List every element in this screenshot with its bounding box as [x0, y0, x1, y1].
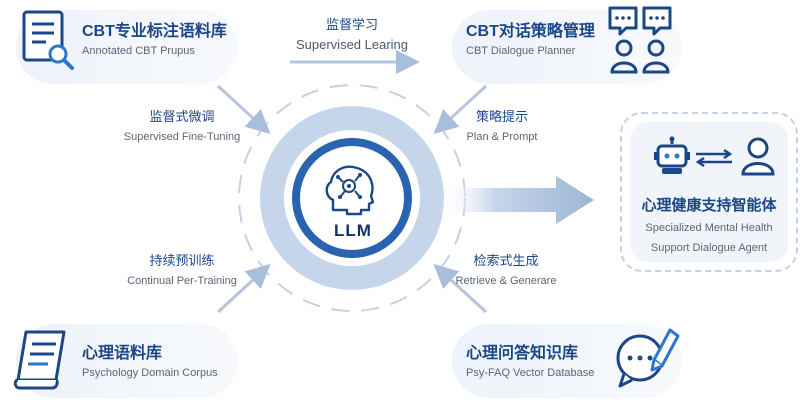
edge-continual-zh: 持续预训练: [149, 253, 215, 268]
node-psy-corpus-title: 心理语料库: [82, 345, 163, 362]
edge-retrieve-en: Retrieve & Generare: [455, 275, 557, 287]
scroll-document-icon: [13, 330, 66, 390]
chat-pencil-icon: [616, 328, 680, 388]
agent-subtitle-line1: Specialized Mental Health: [645, 222, 773, 234]
arrow-continual: [216, 263, 271, 314]
node-psy-faq-subtitle: Psy-FAQ Vector Database: [466, 367, 595, 379]
edge-supervised-learning-en: Supervised Learing: [295, 37, 409, 52]
node-cbt-corpus-title: CBT专业标注语料库: [82, 23, 227, 40]
edge-continual-en: Continual Per-Training: [127, 275, 237, 287]
document-search-icon: [22, 10, 74, 70]
edge-sft-en: Supervised Fine-Tuning: [123, 131, 241, 143]
brain-head-icon: [325, 165, 375, 216]
agent-title: 心理健康支持智能体: [641, 197, 777, 214]
edge-sft-zh: 监督式微调: [149, 109, 215, 124]
chat-users-icon: [608, 6, 672, 74]
arrow-sft: [216, 84, 271, 135]
edge-plan-prompt: 策略提示 Plan & Prompt: [467, 108, 538, 145]
agent-subtitle-line2: Support Dialogue Agent: [650, 242, 768, 254]
node-cbt-planner-title: CBT对话策略管理: [466, 23, 595, 40]
edge-supervised-learning-zh: 监督学习: [325, 17, 378, 32]
node-cbt-planner-subtitle: CBT Dialogue Planner: [466, 45, 576, 57]
robot-icon: [654, 136, 690, 174]
agent-box-border: [620, 112, 798, 272]
node-psy-faq-title: 心理问答知识库: [466, 345, 579, 362]
llm-label: LLM: [334, 221, 372, 240]
node-psy-corpus-subtitle: Psychology Domain Corpus: [82, 367, 218, 379]
user-icon: [741, 137, 775, 176]
arrow-plan: [433, 84, 488, 135]
arrow-retrieve: [433, 263, 488, 314]
edge-supervised-learning: 监督学习 Supervised Learing: [296, 16, 408, 53]
exchange-arrows-icon: [695, 148, 733, 168]
edge-plan-prompt-en: Plan & Prompt: [466, 131, 538, 143]
edge-sft: 监督式微调 Supervised Fine-Tuning: [124, 108, 240, 145]
big-arrow-to-agent: [440, 176, 594, 224]
edge-continual: 持续预训练 Continual Per-Training: [127, 252, 237, 289]
node-cbt-corpus-subtitle: Annotated CBT Prupus: [82, 45, 195, 57]
edge-plan-prompt-zh: 策略提示: [475, 109, 529, 124]
edge-retrieve: 检索式生成 Retrieve & Generare: [456, 252, 557, 289]
edge-retrieve-zh: 检索式生成: [473, 253, 539, 268]
